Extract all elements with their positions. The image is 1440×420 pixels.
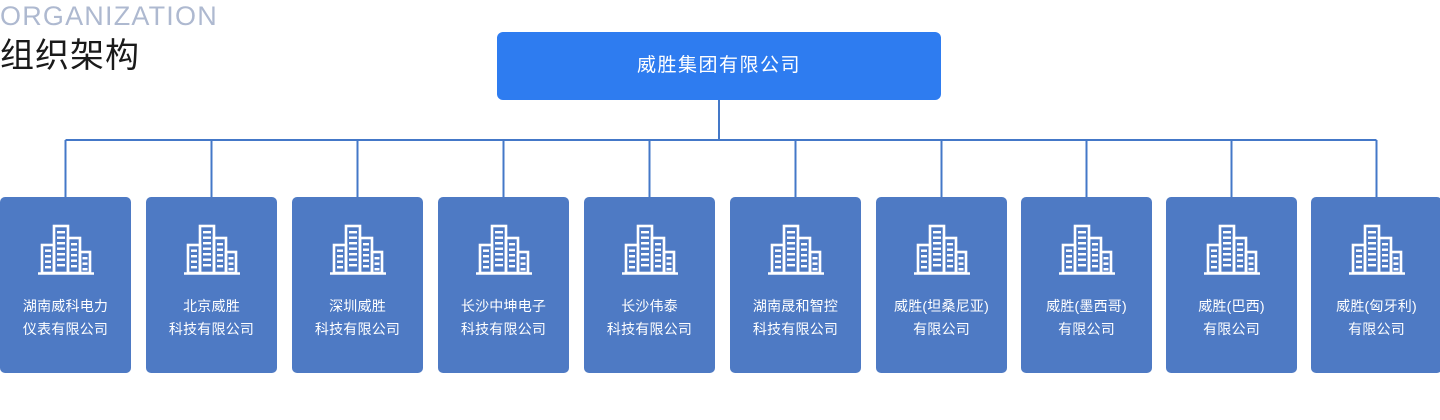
org-node-child-5[interactable]: 长沙伟泰 科技有限公司 — [584, 197, 715, 373]
building-icon — [37, 224, 94, 275]
org-node-child-label: 北京威胜 科技有限公司 — [168, 298, 255, 337]
org-node-root[interactable]: 威胜集团有限公司 — [497, 32, 941, 100]
org-node-child-label: 威胜(巴西) 有限公司 — [1198, 298, 1265, 337]
page-heading: ORGANIZATION 组织架构 — [0, 0, 460, 78]
building-icon — [1058, 224, 1115, 275]
org-node-child-label: 威胜(匈牙利) 有限公司 — [1336, 298, 1417, 337]
org-node-root-label: 威胜集团有限公司 — [636, 55, 801, 76]
org-node-child-4[interactable]: 长沙中坤电子 科技有限公司 — [438, 197, 569, 373]
org-node-child-label: 威胜(坦桑尼亚) 有限公司 — [894, 298, 989, 337]
building-icon — [329, 224, 386, 275]
org-node-child-3[interactable]: 深圳威胜 科技有限公司 — [292, 197, 423, 373]
org-node-child-label: 湖南晟和智控 科技有限公司 — [752, 298, 839, 337]
building-icon — [913, 224, 970, 275]
org-node-child-9[interactable]: 威胜(巴西) 有限公司 — [1166, 197, 1297, 373]
building-icon — [621, 224, 678, 275]
page-eyebrow-label: ORGANIZATION — [0, 1, 218, 31]
org-node-child-10[interactable]: 威胜(匈牙利) 有限公司 — [1311, 197, 1440, 373]
building-icon — [767, 224, 824, 275]
building-icon — [183, 224, 240, 275]
org-node-child-label: 长沙中坤电子 科技有限公司 — [460, 298, 547, 337]
org-node-child-label: 湖南威科电力 仪表有限公司 — [22, 298, 109, 337]
org-node-child-6[interactable]: 湖南晟和智控 科技有限公司 — [730, 197, 861, 373]
org-node-child-label: 威胜(墨西哥) 有限公司 — [1046, 298, 1127, 337]
org-node-child-label: 长沙伟泰 科技有限公司 — [606, 298, 693, 337]
org-node-child-label: 深圳威胜 科技有限公司 — [314, 298, 401, 337]
page-title: 组织架构 — [0, 37, 140, 75]
org-node-child-8[interactable]: 威胜(墨西哥) 有限公司 — [1021, 197, 1152, 373]
building-icon — [1348, 224, 1405, 275]
building-icon — [475, 224, 532, 275]
org-node-child-7[interactable]: 威胜(坦桑尼亚) 有限公司 — [876, 197, 1007, 373]
org-node-child-1[interactable]: 湖南威科电力 仪表有限公司 — [0, 197, 131, 373]
org-node-child-2[interactable]: 北京威胜 科技有限公司 — [146, 197, 277, 373]
building-icon — [1203, 224, 1260, 275]
